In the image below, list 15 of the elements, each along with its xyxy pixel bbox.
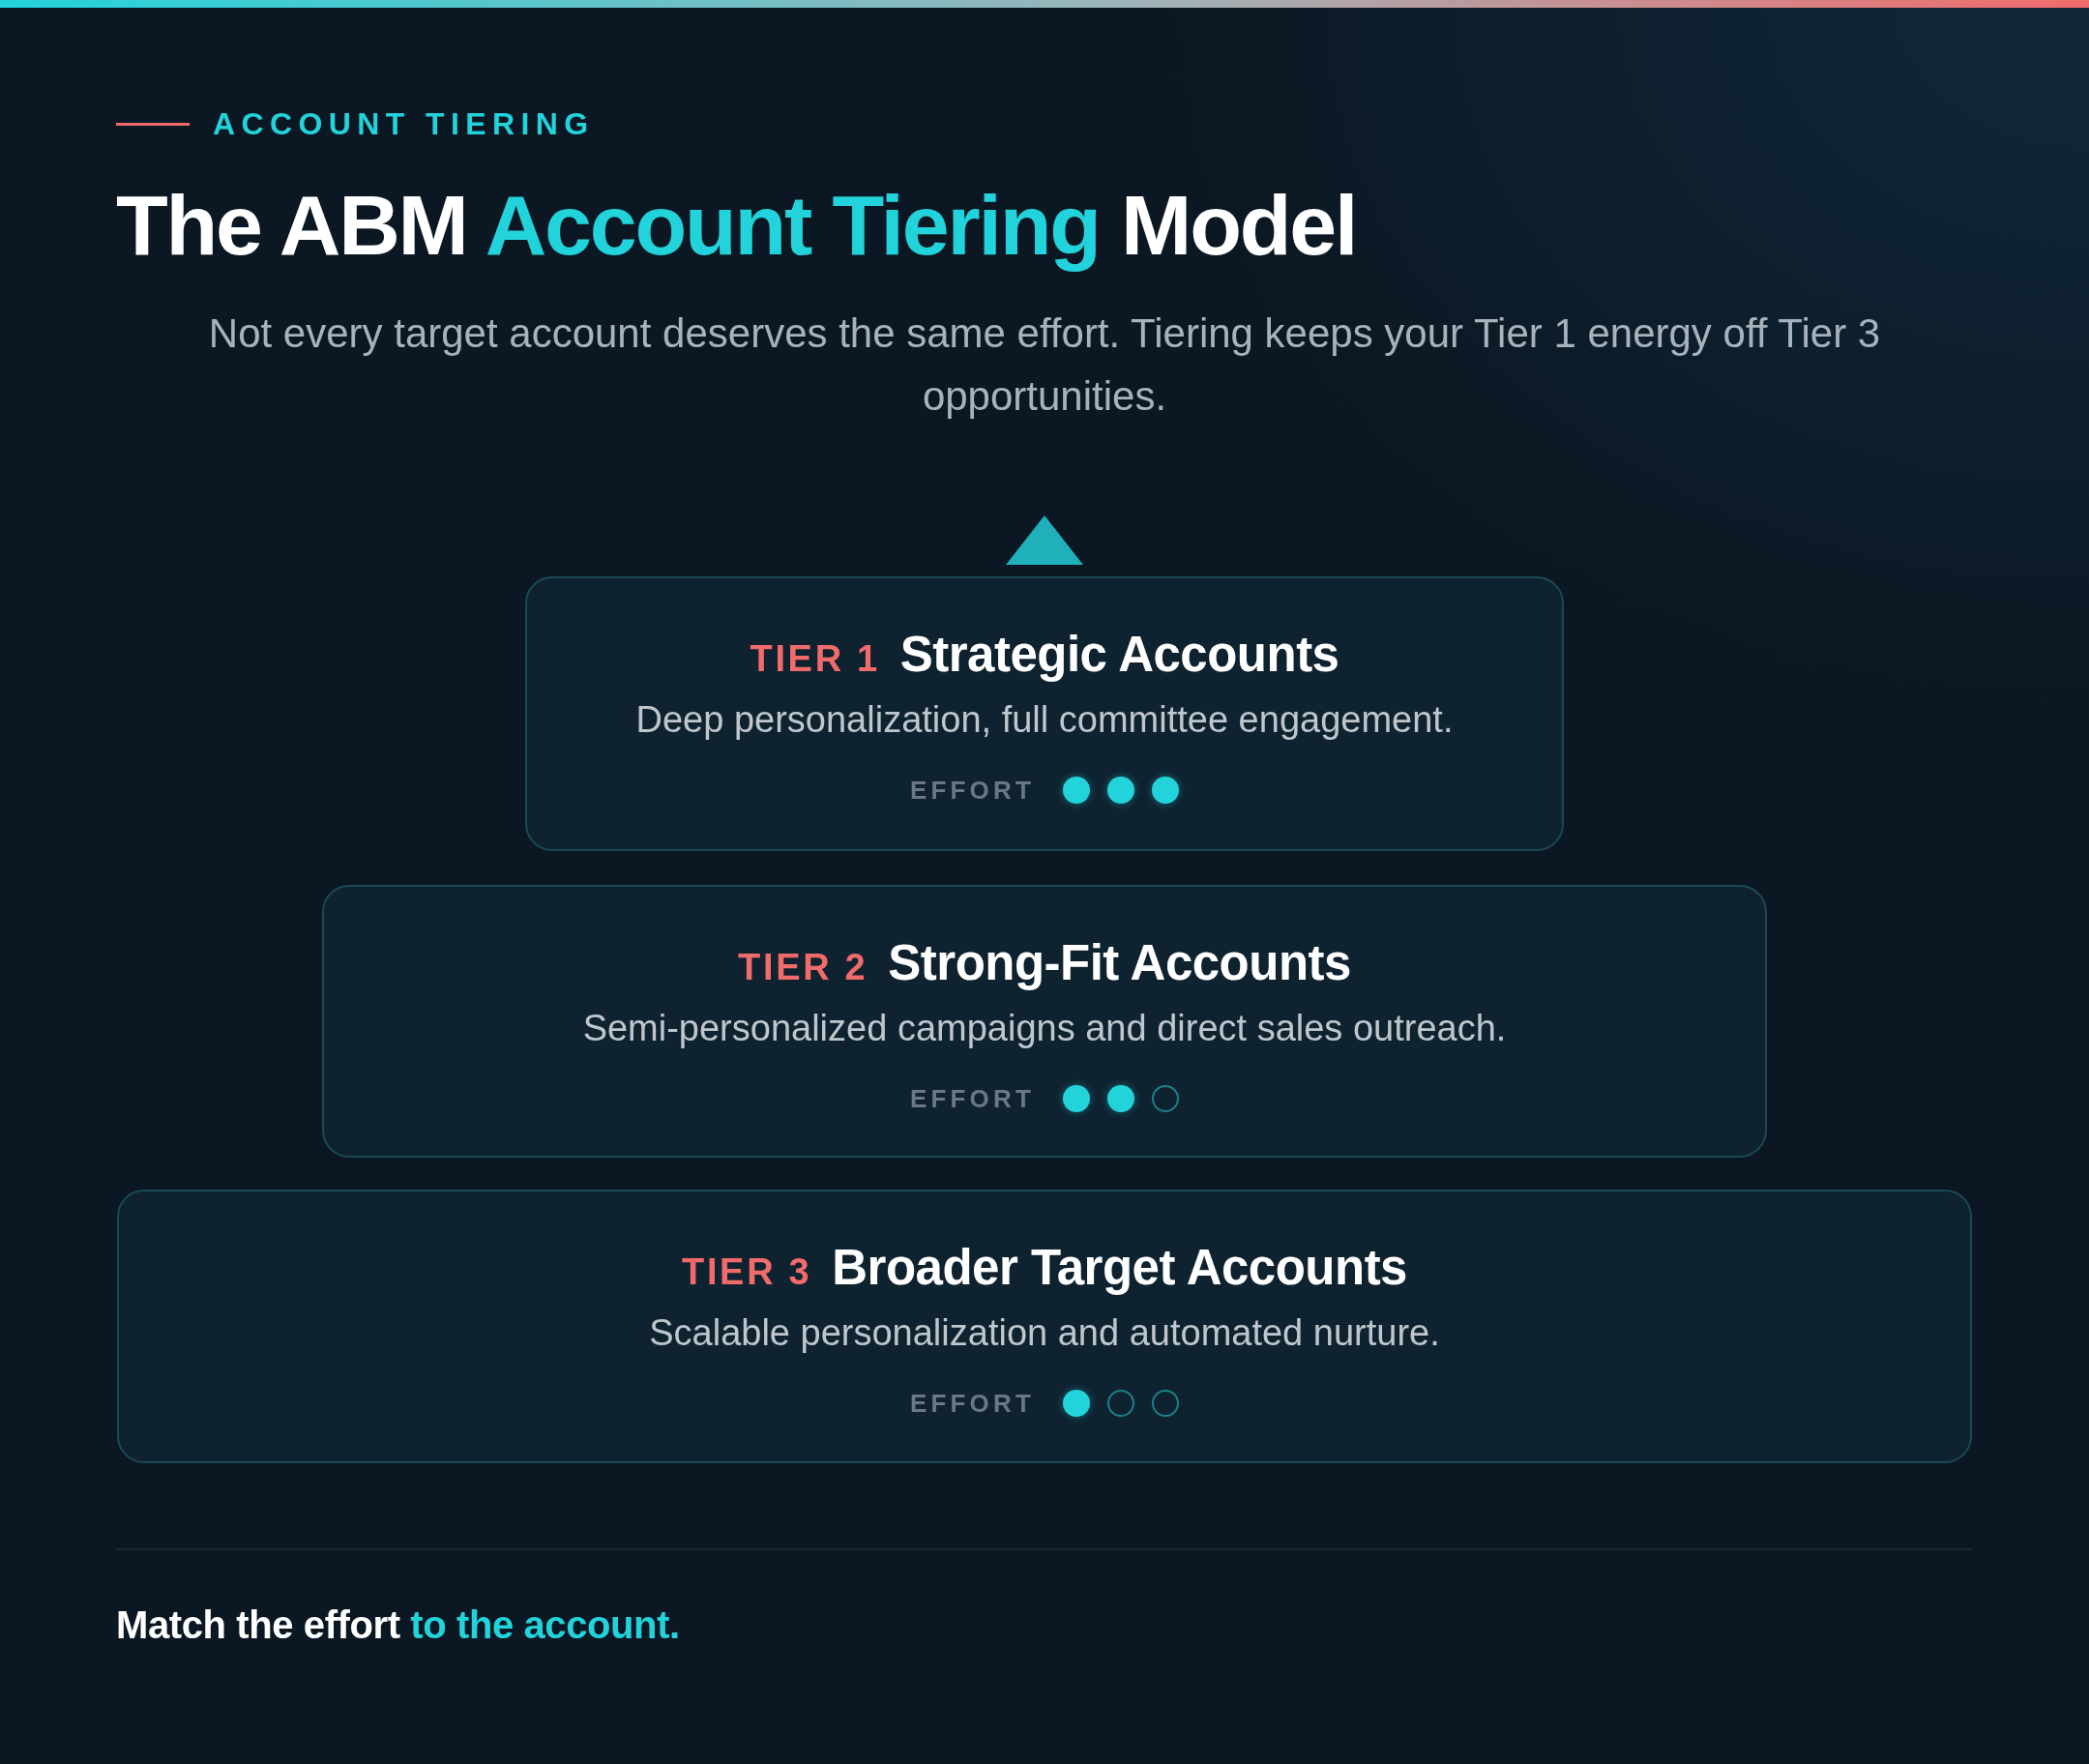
tier-card (117, 1190, 1972, 1463)
tagline-text: Match the effort to the account. (116, 1605, 680, 1644)
tier-label: TIER 3 (682, 1253, 812, 1290)
eyebrow-label: ACCOUNT TIERING (213, 108, 595, 139)
tier-label: TIER 2 (738, 949, 868, 985)
tier-card (525, 576, 1564, 851)
effort-label: EFFORT (910, 778, 1035, 803)
tier-description: Deep personalization, full committee engagement. (635, 701, 1454, 738)
subtitle-text: Not every target account deserves the same effort. Tiering keeps your Tier 1 energy off Tier 3 opportunities. (207, 309, 1882, 421)
tier-description: Semi-personalized campaigns and direct sales outreach. (582, 1010, 1507, 1046)
tier-label: TIER 1 (750, 640, 880, 677)
effort-label: EFFORT (910, 1391, 1035, 1416)
effort-label: EFFORT (910, 1086, 1035, 1111)
tier-card (322, 885, 1767, 1158)
tier-description: Scalable personalization and automated nurture. (649, 1314, 1440, 1351)
